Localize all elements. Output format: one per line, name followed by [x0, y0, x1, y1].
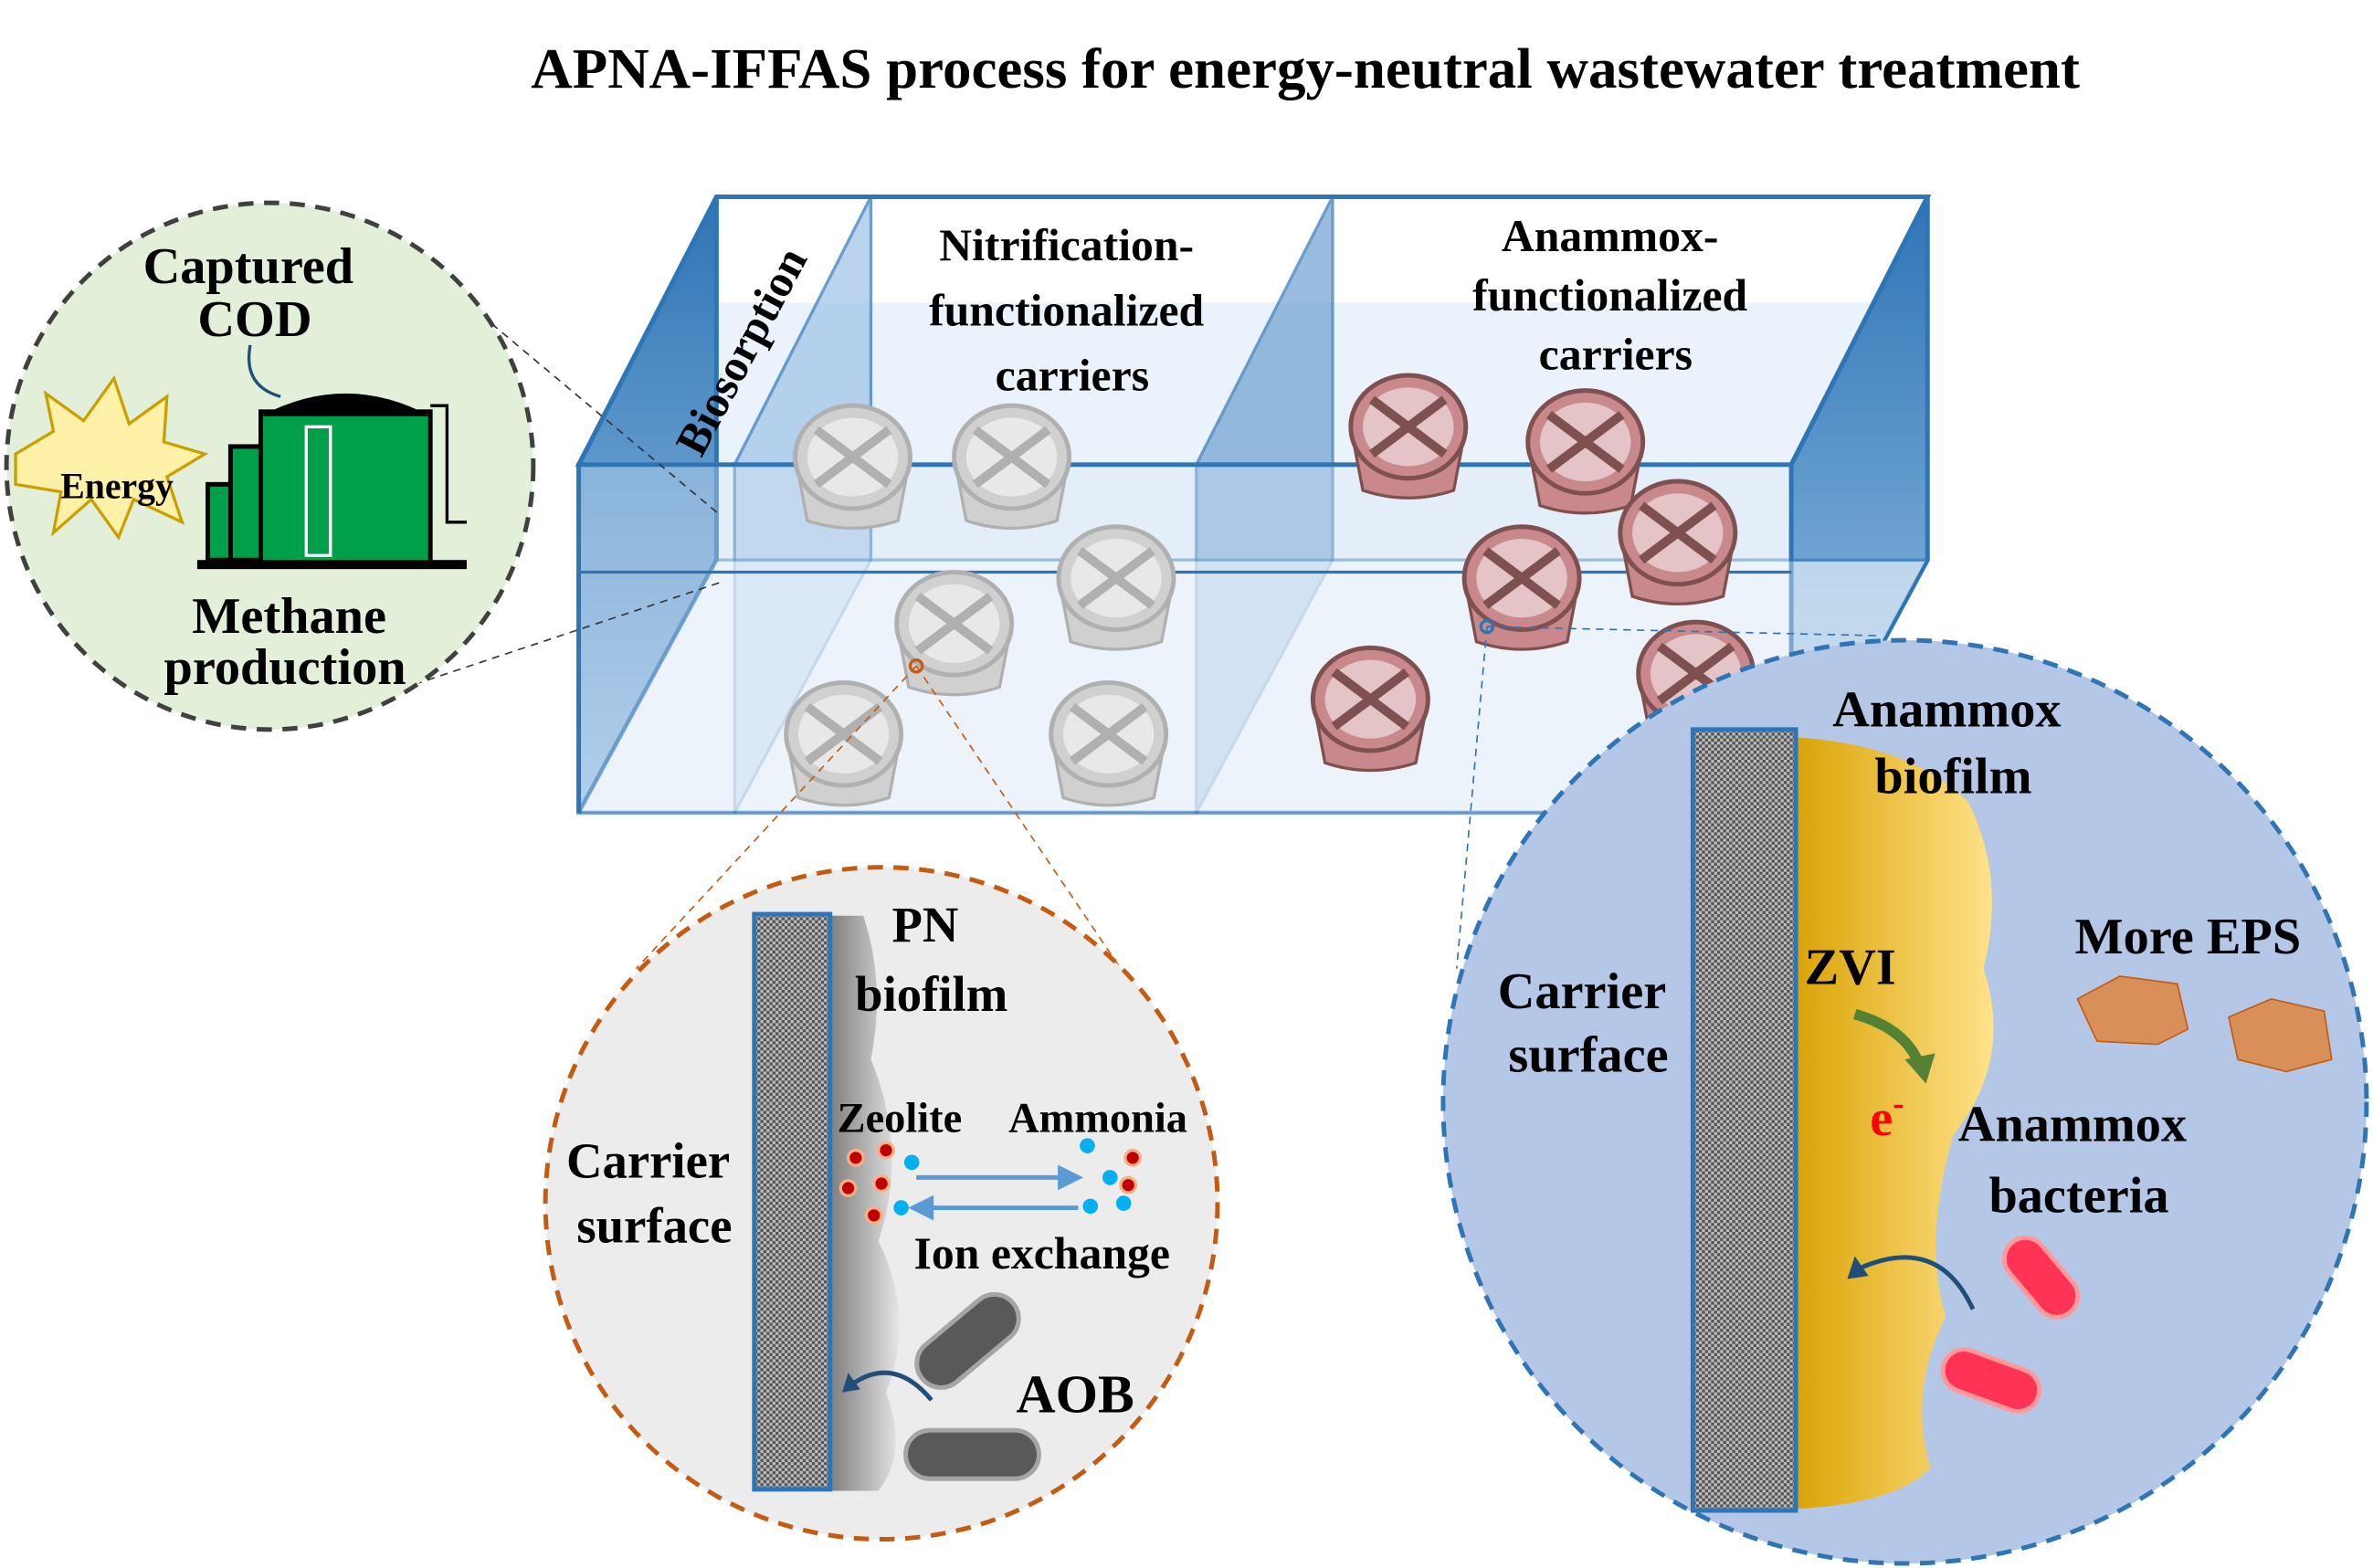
- methane-label: Methane production: [164, 588, 406, 696]
- nitrification-carrier-icon: [1049, 679, 1169, 807]
- anammox-carrier-icon: [1310, 645, 1430, 773]
- zoom-lines: [401, 279, 1878, 970]
- uptake-arrow-icon: [849, 1370, 933, 1402]
- methane-production-panel: Energy Captured COD Methane production: [4, 200, 536, 732]
- zeolite-particles-icon: [838, 1141, 920, 1225]
- digester-tank-icon: [196, 393, 467, 570]
- nitrification-carrier-icon: [784, 679, 904, 807]
- nitrification-label: Nitrification- functionalized carriers: [929, 220, 1216, 401]
- anammox-carrier-icon: [1348, 373, 1469, 500]
- anammox-carrier-surface-label: Carrier surface: [1498, 963, 1680, 1084]
- anammox-bacteria-icon: [1940, 1235, 2081, 1414]
- electron-label: e-: [1870, 1085, 1904, 1147]
- zvi-label: ZVI: [1805, 939, 1896, 995]
- pn-biofilm-panel: PN biofilm Carrier surface Zeolite Ammon…: [543, 865, 1220, 1542]
- aob-label: AOB: [1017, 1363, 1134, 1424]
- anammox-bacteria-label: Anammox bacteria: [1958, 1097, 2199, 1225]
- energy-burst-icon: [14, 374, 209, 541]
- eps-clusters-icon: [2076, 975, 2333, 1073]
- anammox-carrier-icon: [1525, 388, 1646, 515]
- diagram-title: APNA-IFFAS process for energy-neutral wa…: [531, 37, 2080, 100]
- anammox-carrier-surface-block: [1690, 727, 1798, 1513]
- ammonia-particles-icon: [1080, 1138, 1143, 1215]
- tank: Biosorption Nitrification- functionalize…: [575, 194, 1932, 816]
- nitrification-carrier-icon: [793, 403, 913, 530]
- ammonia-label: Ammonia: [1008, 1096, 1187, 1142]
- pn-carrier-surface-label: Carrier surface: [566, 1132, 743, 1253]
- anammox-carrier-icon: [1618, 479, 1738, 605]
- anammox-biofilm-panel: Anammox biofilm Carrier surface ZVI e- M…: [1440, 637, 2369, 1566]
- bacteria-arrow-icon: [1858, 1255, 1976, 1310]
- zeolite-label: Zeolite: [838, 1096, 963, 1142]
- anammox-biofilm-label: Anammox biofilm: [1832, 682, 2073, 805]
- ion-exchange-label: Ion exchange: [914, 1228, 1170, 1279]
- ion-exchange-arrows-icon: [908, 1164, 1084, 1221]
- anammox-biofilm-layer: [1787, 737, 1994, 1510]
- aob-bacteria-icon: [903, 1291, 1041, 1481]
- captured-cod-label: Captured COD: [143, 238, 367, 348]
- anammox-carriers-label: Anammox- functionalized carriers: [1472, 211, 1759, 379]
- nitrification-carrier-icon: [1056, 524, 1176, 651]
- nitrification-carrier-icon: [952, 403, 1072, 530]
- anammox-carrier-icon: [1461, 524, 1582, 651]
- carrier-surface-block: [752, 911, 833, 1492]
- more-eps-label: More EPS: [2074, 909, 2301, 965]
- cod-arrow-icon: [248, 344, 281, 398]
- nitrification-carrier-icon: [894, 569, 1015, 697]
- energy-label: Energy: [60, 466, 174, 506]
- tank-front: [576, 462, 1794, 816]
- pn-biofilm-label: PN biofilm: [855, 897, 1007, 1022]
- pn-biofilm-layer: [825, 915, 900, 1491]
